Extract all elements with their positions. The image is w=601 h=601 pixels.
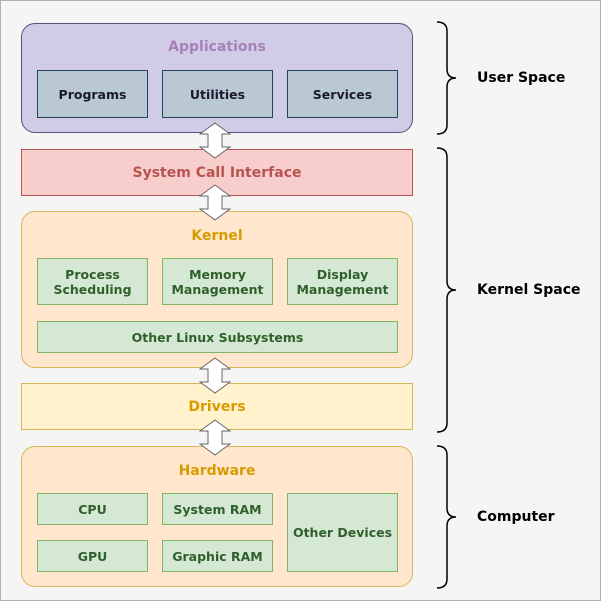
user-space-label: User Space: [477, 70, 566, 86]
services-box: Services: [287, 70, 398, 118]
user-space-brace-icon: [436, 21, 457, 135]
other-linux-subsystems-box: Other Linux Subsystems: [37, 321, 398, 353]
kernel-group: Kernel Process Scheduling Memory Managem…: [21, 211, 413, 368]
applications-group: Applications Programs Utilities Services: [21, 23, 413, 133]
memory-management-box: Memory Management: [162, 258, 273, 305]
system-ram-box: System RAM: [162, 493, 273, 525]
kernel-space-brace-icon: [436, 147, 457, 433]
graphic-ram-box: Graphic RAM: [162, 540, 273, 572]
hardware-group: Hardware CPU System RAM GPU Graphic RAM …: [21, 446, 413, 587]
drivers-label: Drivers: [188, 398, 246, 415]
kernel-drivers-arrow-icon: [199, 357, 231, 394]
programs-box: Programs: [37, 70, 148, 118]
other-devices-box: Other Devices: [287, 493, 398, 572]
drivers-hardware-arrow-icon: [199, 419, 231, 456]
apps-sci-arrow-icon: [199, 122, 231, 159]
display-management-box: Display Management: [287, 258, 398, 305]
kernel-title: Kernel: [191, 228, 243, 244]
utilities-box: Utilities: [162, 70, 273, 118]
sci-kernel-arrow-icon: [199, 184, 231, 221]
applications-title: Applications: [168, 39, 266, 55]
gpu-box: GPU: [37, 540, 148, 572]
computer-label: Computer: [477, 509, 555, 525]
cpu-box: CPU: [37, 493, 148, 525]
computer-brace-icon: [436, 445, 457, 589]
system-call-interface-label: System Call Interface: [132, 164, 302, 181]
process-scheduling-box: Process Scheduling: [37, 258, 148, 305]
hardware-title: Hardware: [178, 463, 256, 479]
kernel-space-label: Kernel Space: [477, 282, 581, 298]
